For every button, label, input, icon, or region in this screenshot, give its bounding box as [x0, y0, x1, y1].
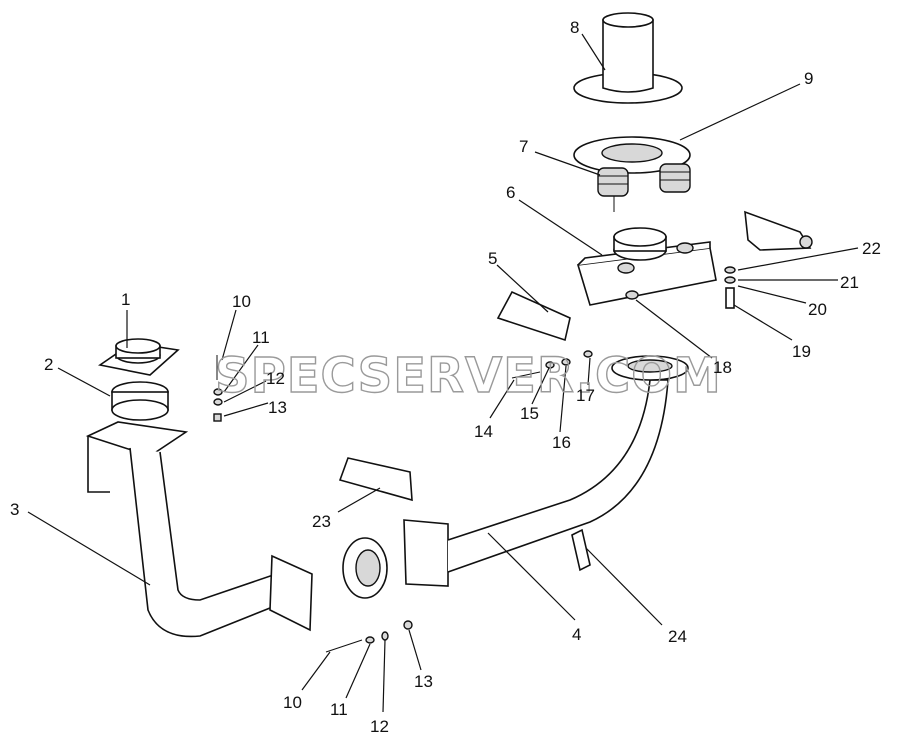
callout-14: 14 — [474, 422, 493, 441]
watermark-text: SPECSERVER.COM — [215, 348, 722, 404]
part-3-elbow-pipe — [85, 421, 313, 638]
callout-15: 15 — [520, 404, 539, 423]
part-7-springs — [597, 163, 691, 212]
part-5-bracket — [496, 290, 571, 342]
callout-11-lower: 11 — [330, 700, 348, 719]
part-18-nut — [625, 290, 639, 300]
callout-13-upper: 13 — [268, 398, 287, 417]
callout-16: 16 — [552, 433, 571, 452]
leader-lines — [27, 33, 859, 713]
callout-6: 6 — [506, 183, 515, 202]
callout-4: 4 — [572, 625, 581, 644]
callout-8: 8 — [570, 18, 579, 37]
part-6-support-bracket — [576, 227, 717, 306]
fastener-set-10-13-upper — [213, 355, 223, 422]
callout-17: 17 — [576, 386, 595, 405]
callout-23: 23 — [312, 512, 331, 531]
fastener-set-19-21 — [724, 266, 736, 309]
callout-12-upper: 12 — [266, 369, 285, 388]
callout-9: 9 — [804, 69, 813, 88]
fastener-set-10-13-lower — [325, 620, 413, 653]
callout-3: 3 — [10, 500, 19, 519]
part-24-drain — [571, 528, 591, 572]
callout-5: 5 — [488, 249, 497, 268]
part-9-flange-plate — [573, 136, 691, 174]
callout-22: 22 — [862, 239, 881, 258]
callout-2: 2 — [44, 355, 53, 374]
callout-20: 20 — [808, 300, 827, 319]
callout-13-lower: 13 — [414, 672, 433, 691]
clamp-ring — [342, 537, 388, 599]
callout-10-upper: 10 — [232, 292, 251, 311]
part-23-bracket — [338, 457, 413, 502]
callout-21: 21 — [840, 273, 859, 292]
callout-24: 24 — [668, 627, 687, 646]
part-4-main-pipe — [403, 355, 689, 587]
callout-7: 7 — [519, 137, 528, 156]
part-1-flange — [97, 338, 180, 376]
part-2-ring — [111, 381, 169, 421]
part-8-stack-pipe — [573, 12, 683, 104]
callout-1: 1 — [121, 290, 130, 309]
callout-18: 18 — [713, 358, 732, 377]
callout-10-lower: 10 — [283, 693, 302, 712]
callout-12-lower: 12 — [370, 717, 389, 736]
part-22-bracket — [744, 210, 813, 251]
callout-19: 19 — [792, 342, 811, 361]
callout-labels: 8 9 7 6 22 21 20 19 5 18 1 10 11 12 13 2… — [10, 18, 881, 736]
fastener-set-14-17 — [511, 350, 593, 379]
callout-11-upper: 11 — [252, 328, 270, 347]
